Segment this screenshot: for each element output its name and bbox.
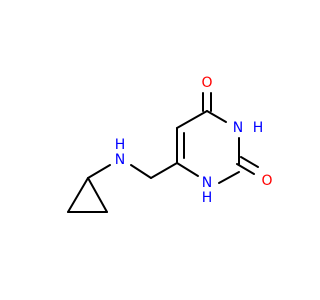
bond-c2-oxygen-a (236, 163, 255, 175)
atom-hydrogen-ring-bottom: H (202, 190, 213, 206)
bond-c4-n3 (206, 110, 227, 123)
atom-nitrogen-ring-bottom: N (202, 175, 212, 191)
bond-c2-oxygen-b (240, 156, 259, 168)
cyclopropyl-ring (67, 177, 108, 213)
atom-oxygen-right: O (261, 173, 272, 189)
bond-c5-c4 (176, 110, 208, 129)
atom-hydrogen-ring-right: H (253, 120, 264, 136)
pyrimidine-ring (176, 110, 240, 184)
bond-cyclopropyl-to-amine (87, 164, 111, 179)
bond-cyclopropyl-1 (67, 177, 89, 213)
atom-nitrogen-amine: N (115, 152, 125, 168)
bond-methylene-to-ring (150, 162, 178, 179)
bond-c2-n1 (218, 171, 240, 184)
molecule-structure-diagram: O N H O N H N H (67, 75, 273, 213)
atom-oxygen-top: O (201, 75, 212, 91)
bond-n1-c6 (176, 162, 199, 177)
atom-nitrogen-ring-right: N (233, 120, 243, 136)
bond-amine-to-methylene (130, 164, 152, 179)
bond-cyclopropyl-3 (87, 177, 108, 213)
atom-hydrogen-amine: H (115, 137, 126, 153)
